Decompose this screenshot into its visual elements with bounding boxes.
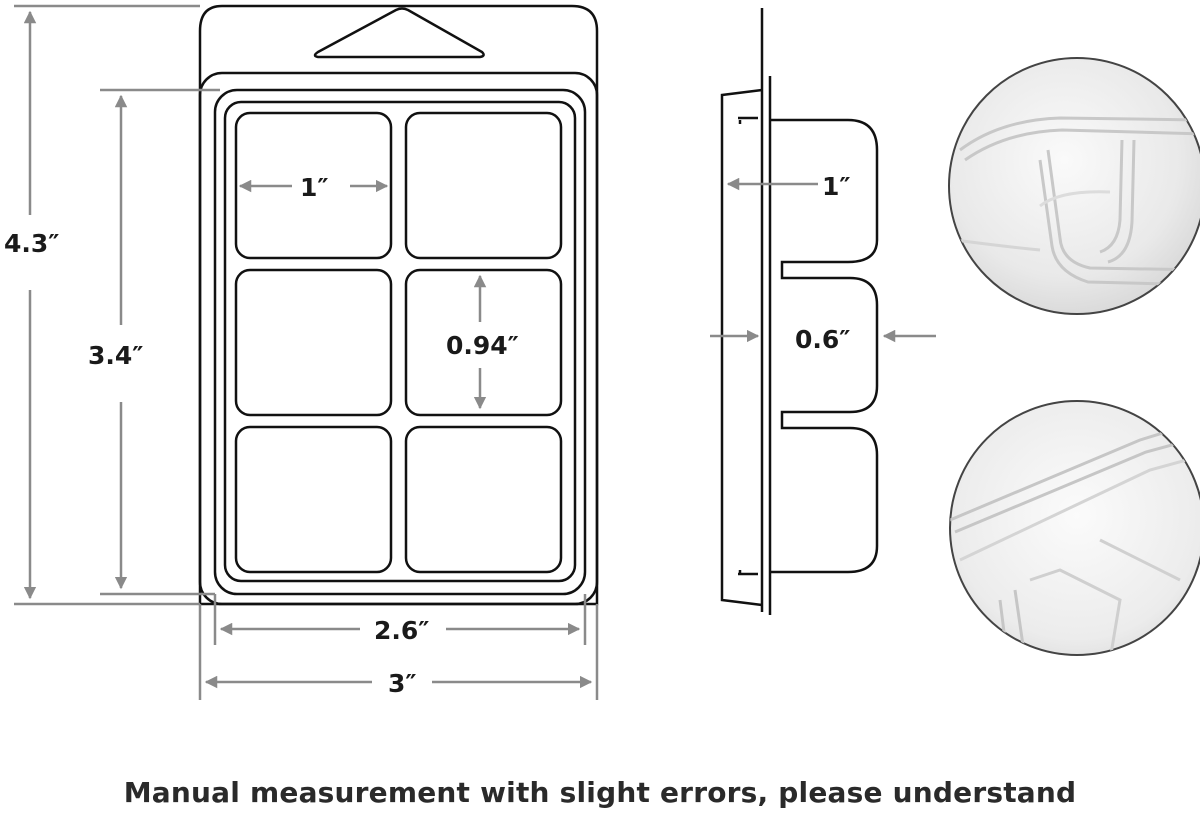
cavity-width-label: 1″ bbox=[300, 173, 329, 202]
bottom-detail-photo bbox=[949, 400, 1200, 656]
overall-width-label: 3″ bbox=[388, 669, 417, 698]
tray-height-label: 3.4″ bbox=[88, 341, 143, 370]
cavity-1 bbox=[234, 111, 393, 260]
hang-hole bbox=[313, 7, 485, 59]
side-depth-label: 0.6″ bbox=[795, 325, 850, 354]
card-outline bbox=[198, 4, 599, 606]
side-dimensions bbox=[710, 177, 936, 343]
caption: Manual measurement with slight errors, p… bbox=[123, 776, 1077, 809]
front-dimensions bbox=[14, 4, 599, 700]
tray-width-label: 2.6″ bbox=[374, 616, 429, 645]
top-detail-photo bbox=[948, 57, 1200, 315]
overall-height-label: 4.3″ bbox=[4, 229, 59, 258]
side-flange bbox=[720, 88, 763, 607]
cavity-5 bbox=[234, 425, 393, 574]
side-width-label: 1″ bbox=[822, 172, 851, 201]
front-view bbox=[198, 4, 599, 606]
cavity-3 bbox=[234, 268, 393, 417]
cavity-2 bbox=[404, 111, 563, 260]
cavity-height-label: 0.94″ bbox=[446, 331, 519, 360]
cavity-4 bbox=[404, 268, 563, 417]
blister-flange bbox=[198, 71, 599, 606]
side-blister-profile bbox=[770, 118, 879, 574]
tray-inner bbox=[223, 100, 577, 583]
tray-outer bbox=[213, 88, 587, 596]
cavity-6 bbox=[404, 425, 563, 574]
side-view bbox=[720, 8, 879, 615]
